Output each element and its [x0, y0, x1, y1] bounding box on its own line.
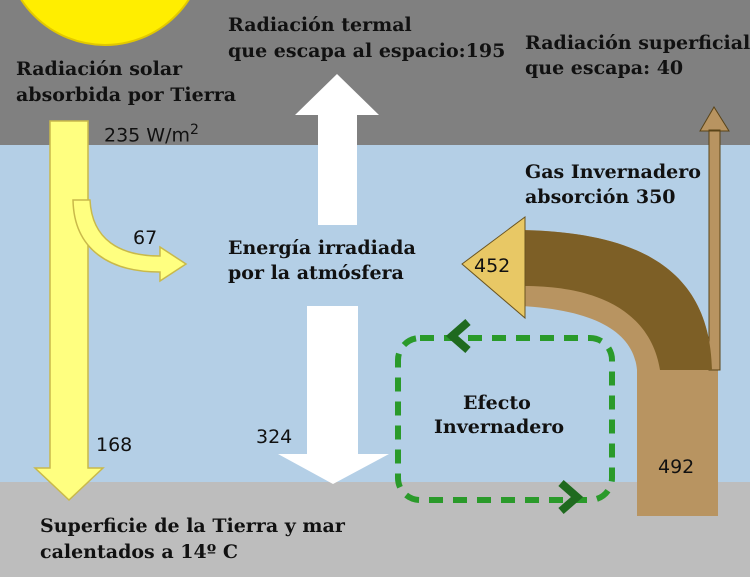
- ghg-label-line2: absorción 350: [525, 186, 676, 208]
- loop-right-chevron: [558, 479, 584, 515]
- earth-label-line1: Superficie de la Tierra y mar: [40, 515, 345, 537]
- greenhouse-loop: [395, 335, 615, 503]
- ghg-452-arrowhead: [461, 216, 526, 320]
- solar-label-line1: Radiación solar: [16, 58, 183, 80]
- surface-radiation-trunk: [637, 368, 718, 516]
- surface-label-line1: Radiación superficial: [525, 32, 750, 54]
- loop-left-chevron: [445, 318, 471, 354]
- value-452: 452: [474, 255, 511, 277]
- atmosphere-label-line2: por la atmósfera: [228, 262, 404, 284]
- solar-label-line2: absorbida por Tierra: [16, 84, 237, 106]
- thermal-label-line1: Radiación termal: [228, 14, 412, 36]
- solar-reflected-67-arrow: [72, 199, 188, 283]
- value-67: 67: [133, 227, 158, 249]
- value-492: 492: [658, 456, 695, 478]
- thermal-escape-arrow: [295, 74, 379, 225]
- solar-value-text: 235 W/m: [104, 124, 191, 147]
- greenhouse-label-line1: Efecto: [463, 392, 531, 414]
- value-168: 168: [96, 434, 133, 456]
- earth-label-line2: calentados a 14º C: [40, 541, 238, 563]
- ghg-absorption-inner-band: [520, 230, 712, 370]
- thermal-label-line2: que escapa al espacio:195: [228, 40, 506, 62]
- surface-escape-arrow: [699, 106, 730, 371]
- surface-band: [0, 482, 750, 577]
- surface-label-line2: que escapa: 40: [525, 57, 684, 79]
- atmosphere-down-324-arrow: [278, 306, 389, 484]
- sun-icon: [20, 0, 190, 46]
- atmosphere-label-line1: Energía irradiada: [228, 237, 416, 259]
- value-324: 324: [256, 426, 293, 448]
- solar-value: 235 W/m2: [104, 119, 199, 146]
- solar-value-exponent: 2: [190, 122, 199, 138]
- ghg-label-line1: Gas Invernadero: [525, 161, 701, 183]
- greenhouse-label-line2: Invernadero: [434, 416, 565, 438]
